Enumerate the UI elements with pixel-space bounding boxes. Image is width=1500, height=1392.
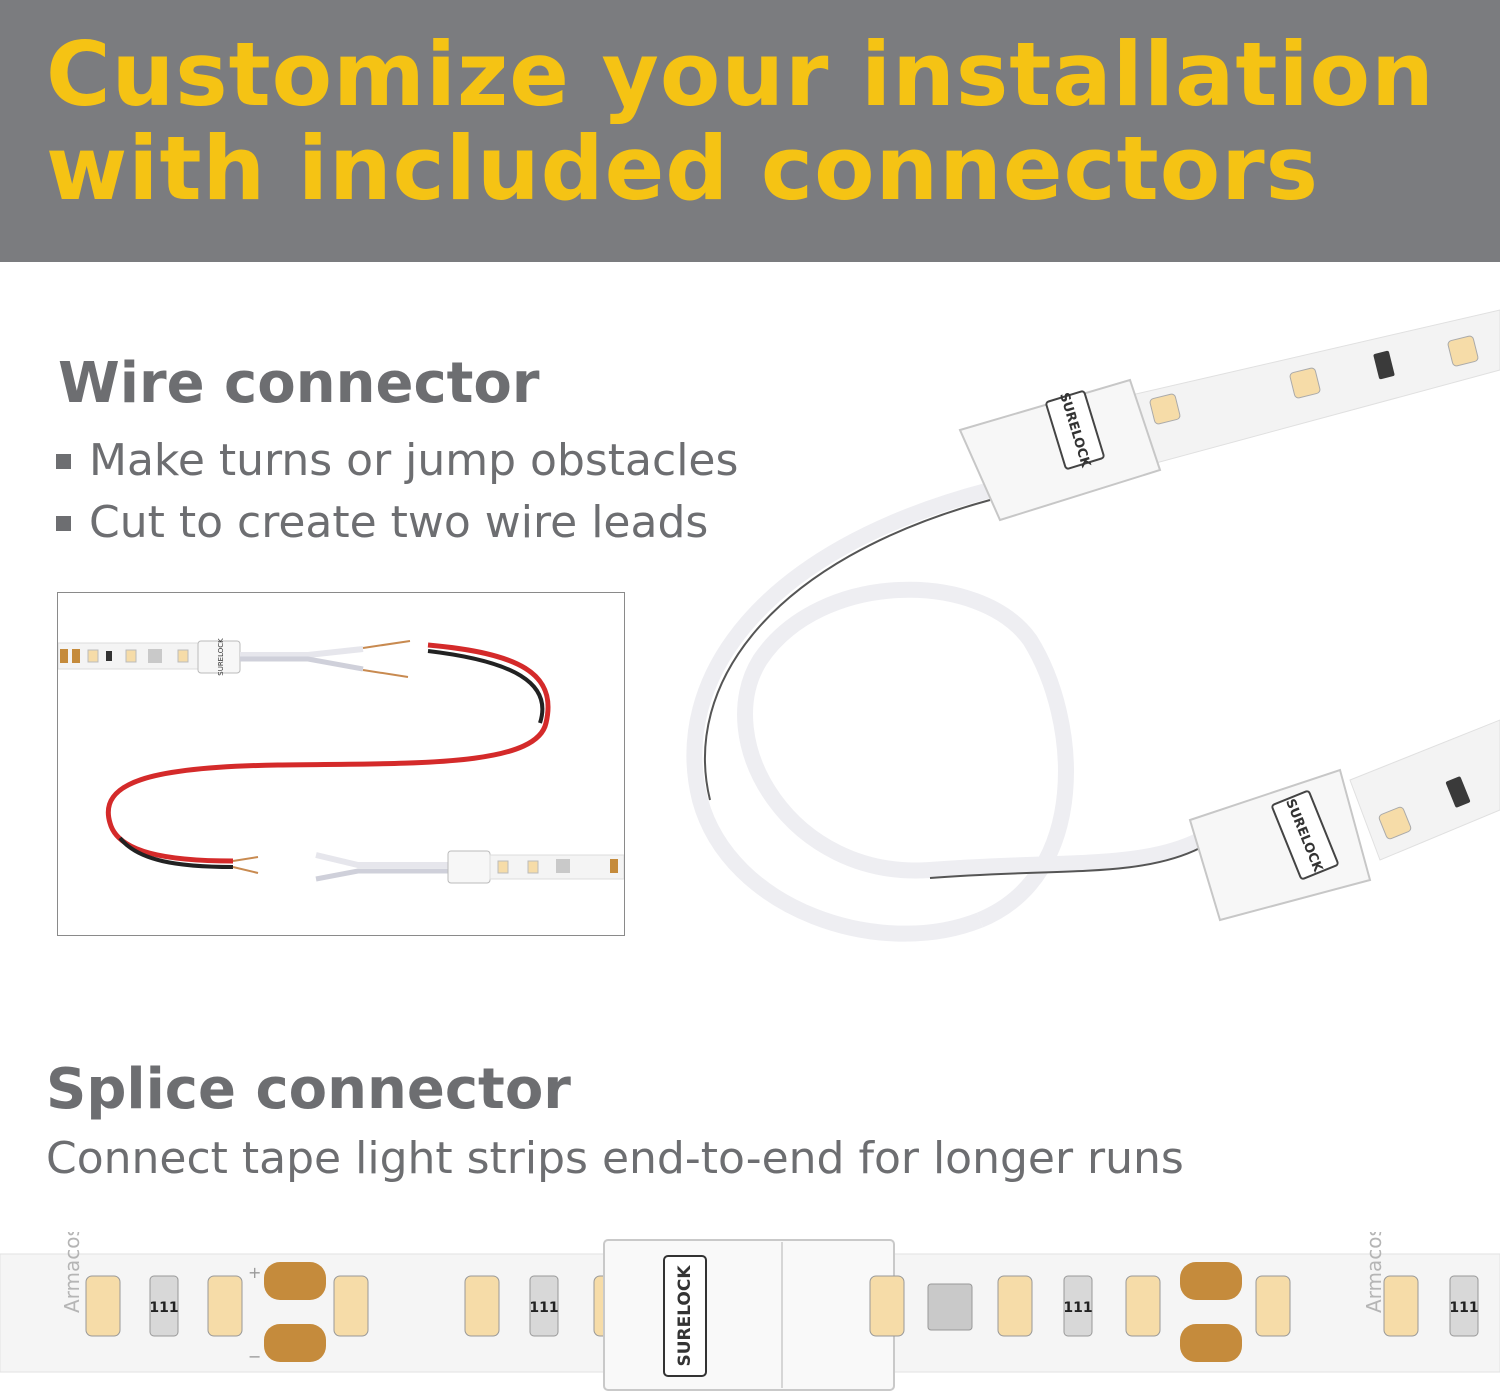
splice-connector-subtitle: Connect tape light strips end-to-end for… (46, 1133, 1184, 1184)
lower-strip-led (1378, 806, 1412, 840)
wire-leads-illustration: SURELOCK (57, 638, 625, 884)
resistor-code-2: 111 (529, 1300, 558, 1316)
upper-strip-leds (1149, 335, 1479, 425)
headline-line-2: with included connectors (46, 117, 1319, 220)
strip-brand-left: Armacost (60, 1232, 84, 1313)
wire-connector-title: Wire connector (58, 351, 540, 416)
headline-line-1: Customize your installation (46, 23, 1435, 126)
splice-leds-right (869, 1275, 1479, 1337)
bullet-item: Cut to create two wire leads (56, 492, 738, 554)
solder-pads-right (1180, 1262, 1242, 1362)
lower-strip-resistor (1445, 776, 1471, 808)
wire-connector-bullets: Make turns or jump obstacles Cut to crea… (56, 430, 738, 554)
splice-connector-brand: SURELOCK (675, 1265, 695, 1367)
solder-pads-left (264, 1262, 326, 1362)
minus-sign: − (248, 1347, 261, 1366)
strip-brand-right: Armacost (1362, 1232, 1386, 1313)
resistor-code-3: 111 (1063, 1300, 1092, 1316)
bullet-square-icon (56, 453, 71, 469)
wire-leads-inset-photo: SURELOCK (57, 592, 625, 936)
wire-connector-photo: SURELOCK SURELOCK (686, 309, 1500, 942)
splice-strip-photo: Armacost Armacost 111 111 + − SURELOCK 1… (0, 1232, 1500, 1391)
resistor-code-4: 111 (1449, 1300, 1478, 1316)
armacost-logo-icon (927, 1283, 973, 1331)
bullet-text: Make turns or jump obstacles (89, 435, 739, 486)
resistor-code-1: 111 (149, 1300, 178, 1316)
bullet-text: Cut to create two wire leads (89, 497, 709, 548)
page-headline: Customize your installation with include… (46, 28, 1435, 216)
upper-surelock-connector: SURELOCK (958, 378, 1162, 522)
bullet-square-icon (56, 515, 71, 531)
splice-connector-title: Splice connector (46, 1057, 571, 1122)
header-banner: Customize your installation with include… (0, 0, 1500, 262)
lower-surelock-connector: SURELOCK (1188, 768, 1372, 922)
inset-connector-brand: SURELOCK (217, 638, 225, 676)
plus-sign: + (248, 1263, 261, 1282)
splice-surelock-connector: SURELOCK (603, 1239, 895, 1391)
bullet-item: Make turns or jump obstacles (56, 430, 738, 492)
